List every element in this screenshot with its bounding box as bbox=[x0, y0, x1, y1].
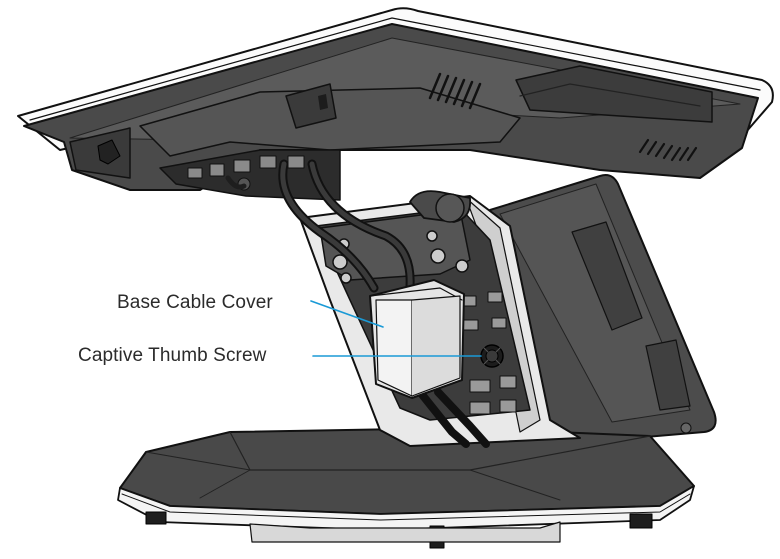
captive-thumb-screw-icon bbox=[480, 344, 504, 368]
cables bbox=[225, 159, 490, 448]
stand-arm bbox=[489, 174, 717, 441]
display-head bbox=[17, 7, 774, 201]
base-cable-cover-leader bbox=[310, 300, 384, 328]
captive-thumb-screw-label: Captive Thumb Screw bbox=[78, 345, 267, 366]
speaker-vent bbox=[428, 72, 482, 110]
stand-base bbox=[117, 427, 695, 549]
base-cable-cover-icon bbox=[369, 279, 465, 399]
base-cable-cover-label: Base Cable Cover bbox=[117, 292, 273, 313]
